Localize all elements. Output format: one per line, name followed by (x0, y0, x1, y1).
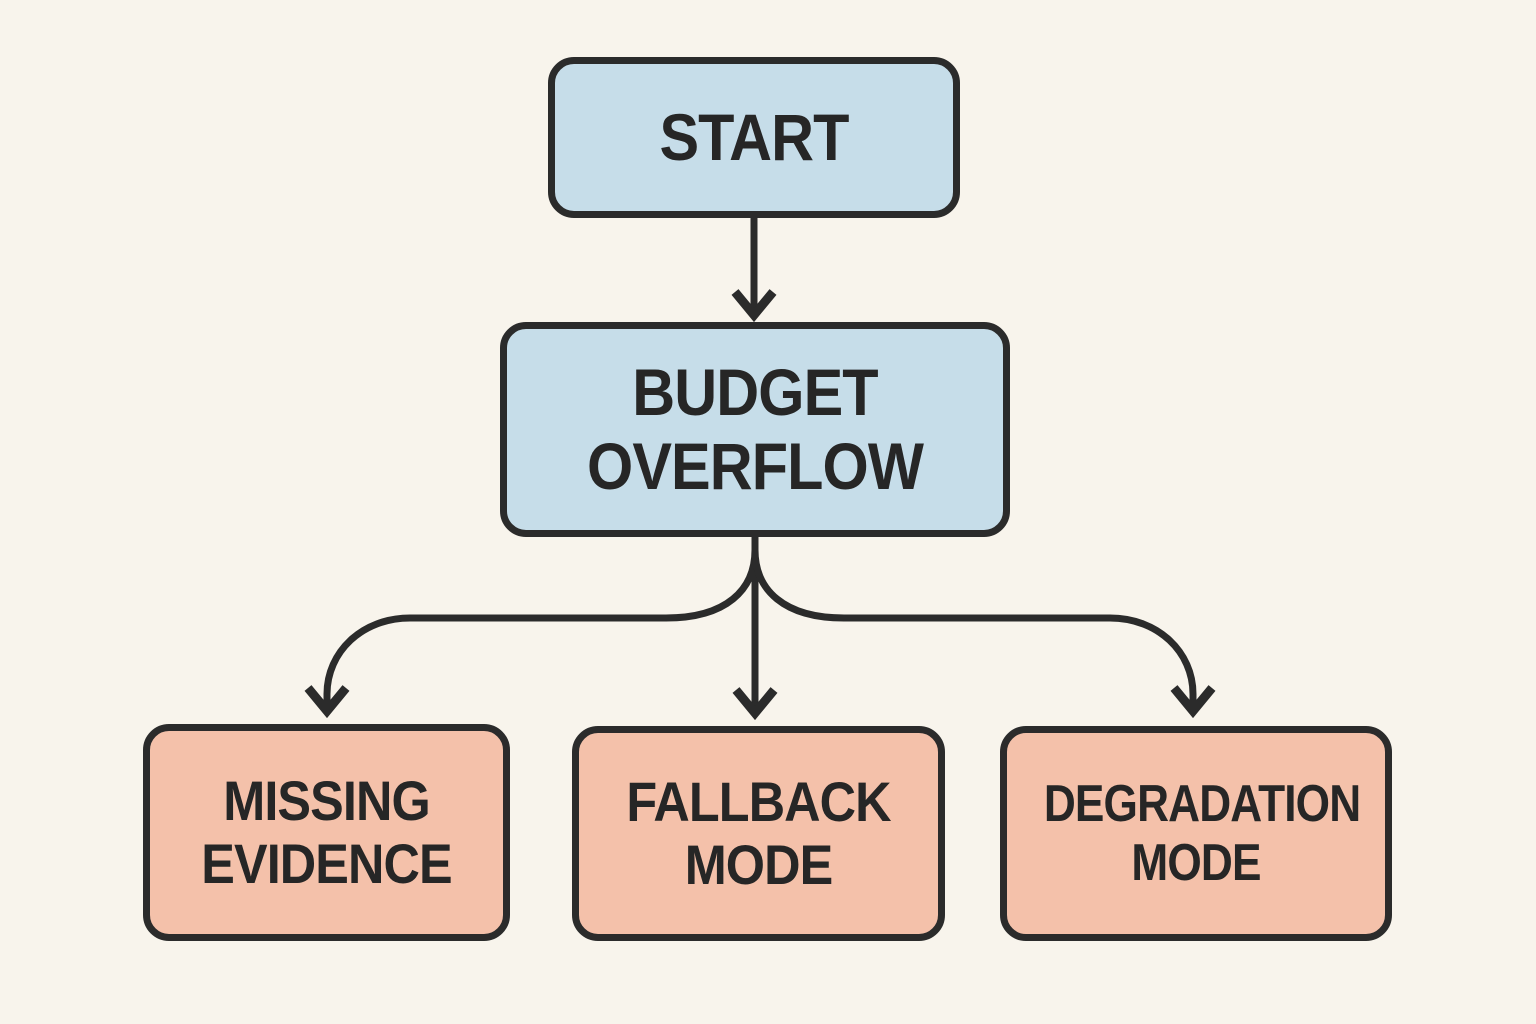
arrow-down-icon (1170, 685, 1216, 719)
node-budget-overflow-label: BUDGET OVERFLOW (587, 354, 924, 503)
arrow-down-icon (731, 289, 777, 323)
edge-budget-overflow-to-degradation-mode (751, 537, 1197, 706)
node-degradation-mode: DEGRADATION MODE (1000, 726, 1392, 941)
node-budget-overflow: BUDGET OVERFLOW (500, 322, 1010, 537)
node-fallback-mode: FALLBACK MODE (572, 726, 945, 941)
node-missing-evidence-label: MISSING EVIDENCE (201, 768, 452, 895)
node-start-label: START (659, 99, 849, 174)
arrow-down-icon (304, 685, 350, 719)
node-fallback-mode-label: FALLBACK MODE (626, 769, 891, 896)
node-start: START (548, 57, 960, 218)
arrow-down-icon (732, 687, 778, 721)
edge-budget-overflow-to-missing-evidence (323, 537, 759, 706)
node-degradation-mode-label: DEGRADATION MODE (1043, 775, 1361, 892)
node-missing-evidence: MISSING EVIDENCE (143, 724, 510, 941)
